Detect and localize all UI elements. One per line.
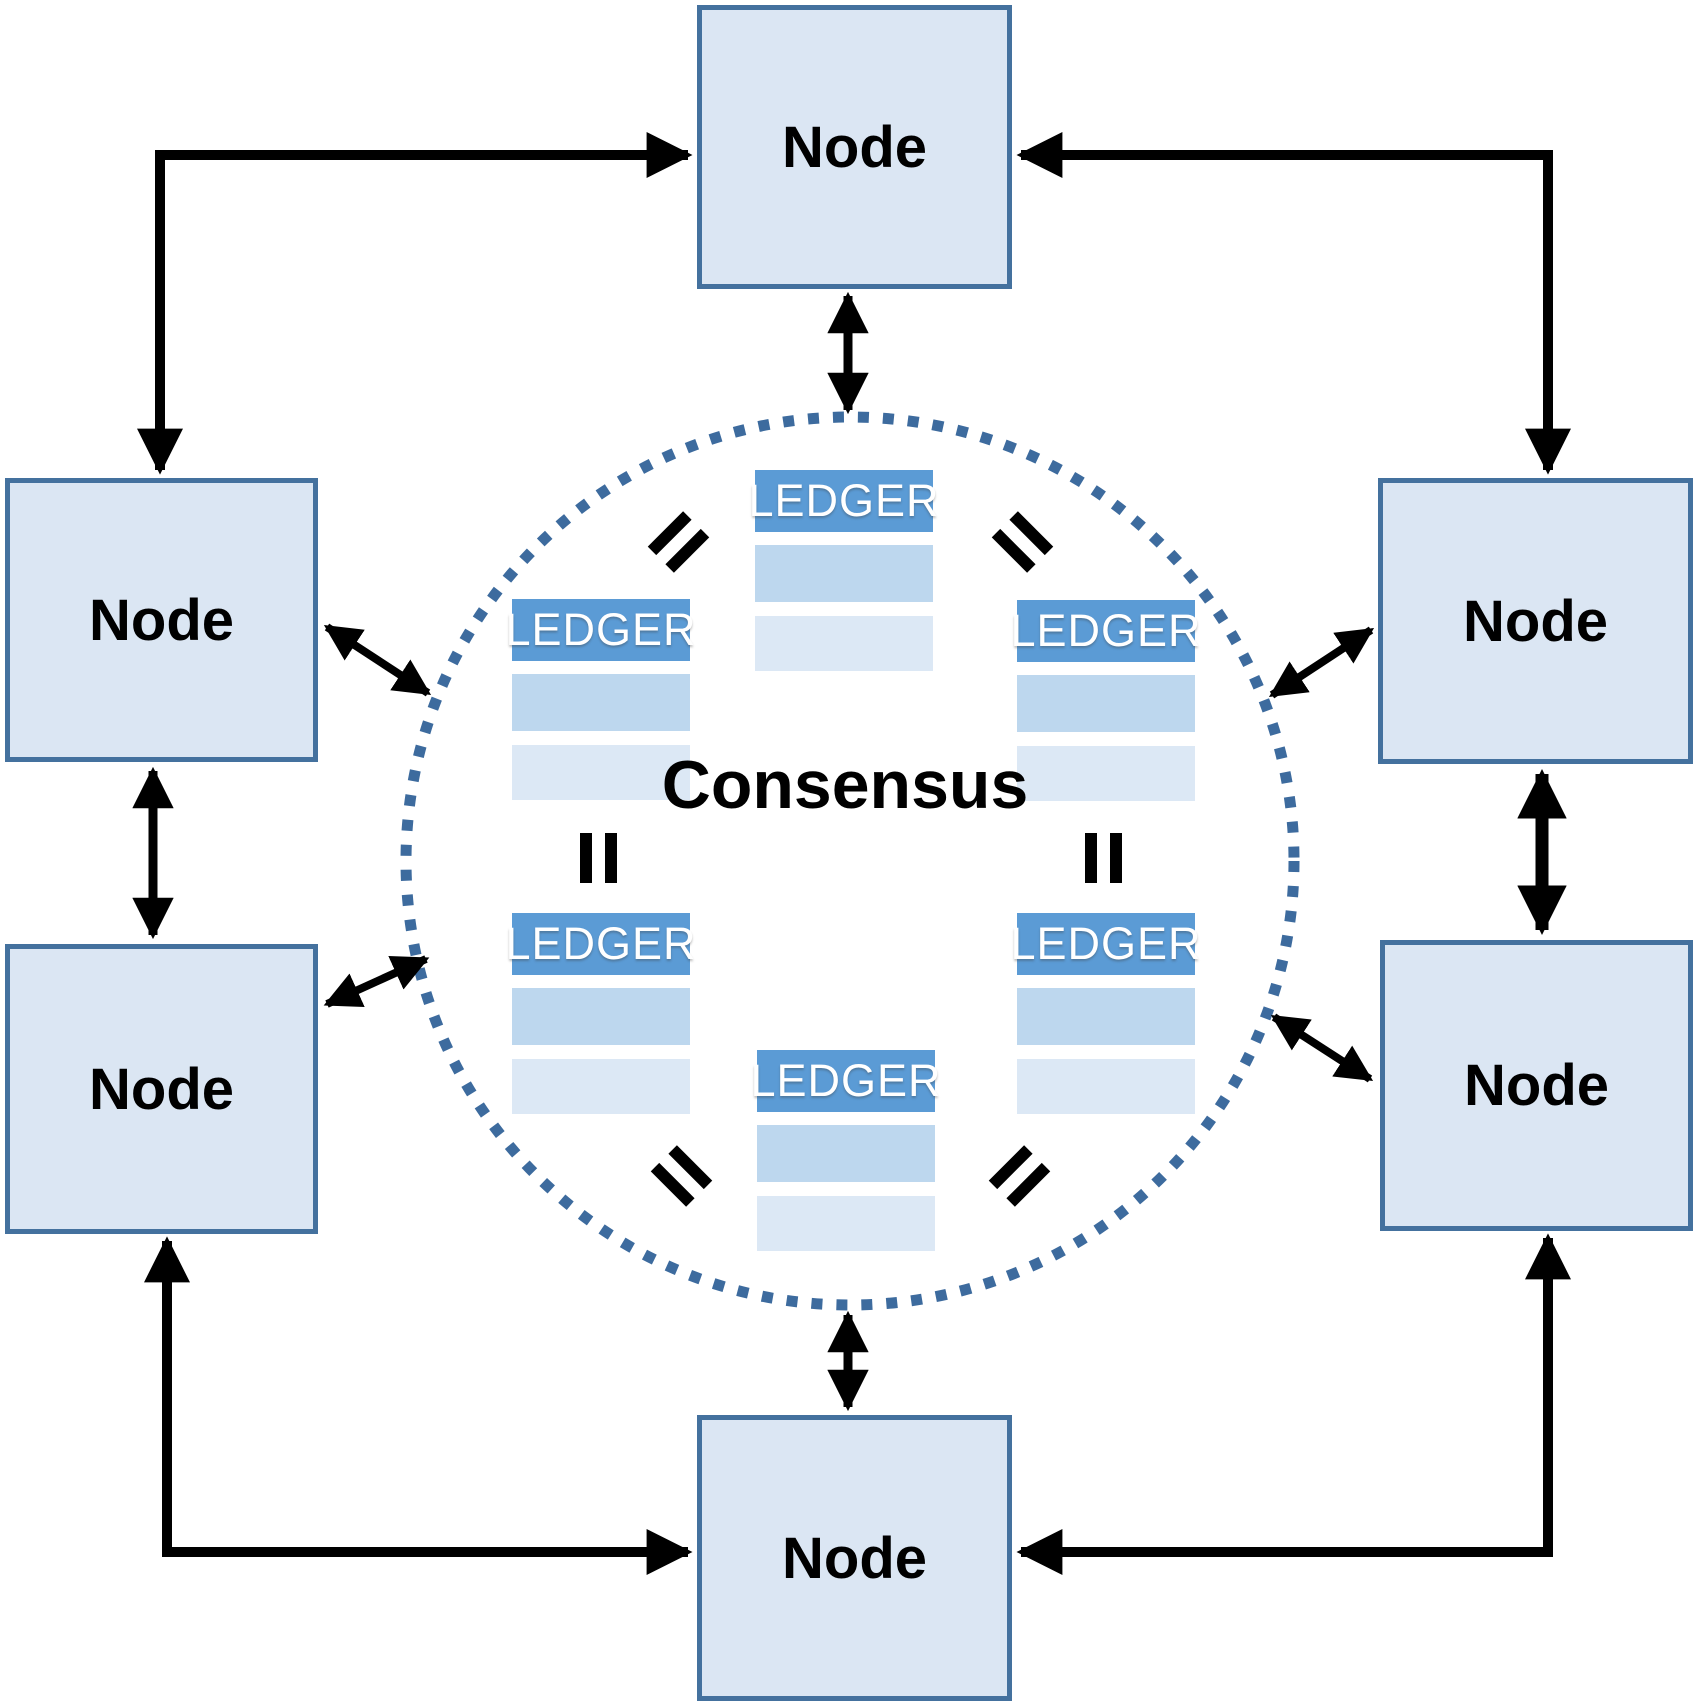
arrow-upperleftnode-circle: [323, 623, 432, 697]
ledger-row: [512, 745, 690, 800]
ledger-header: LEDGER: [1010, 913, 1201, 975]
equals-icon: [580, 833, 617, 883]
ledger-row: [755, 616, 933, 671]
ledger-header: LEDGER: [505, 913, 696, 975]
arrow-upperrightnode-circle: [1268, 626, 1375, 699]
connector-topleft-L-arrow: [137, 132, 693, 475]
node-box-bottom: Node: [697, 1415, 1012, 1701]
ledger-table-lower-right: LEDGER: [1010, 913, 1201, 1128]
ledger-table-upper-left: LEDGER: [505, 599, 696, 814]
ledger-table-bottom-center: LEDGER: [750, 1050, 941, 1265]
ledger-row: [757, 1196, 935, 1251]
ledger-table-top-center: LEDGER: [748, 470, 939, 685]
node-label: Node: [782, 114, 927, 180]
ledger-row: [1017, 1059, 1195, 1114]
ledger-table-upper-right: LEDGER: [1010, 600, 1201, 815]
ledger-row: [512, 988, 690, 1045]
consensus-label: Consensus: [661, 747, 1029, 823]
node-box-top: Node: [697, 5, 1012, 289]
ledger-header: LEDGER: [748, 470, 939, 532]
ledger-header: LEDGER: [750, 1050, 941, 1112]
node-box-upper-left: Node: [5, 478, 318, 762]
connector-bottomleft-L-arrow: [144, 1236, 693, 1575]
equals-icon: [1085, 833, 1122, 883]
node-box-lower-left: Node: [5, 944, 318, 1234]
ledger-row: [757, 1125, 935, 1182]
arrow-lowerleftnode-circle: [323, 955, 430, 1008]
ledger-row: [512, 674, 690, 731]
node-box-upper-right: Node: [1378, 478, 1693, 764]
node-label: Node: [1464, 1053, 1609, 1118]
consensus-circle: [400, 411, 1300, 1311]
node-label: Node: [89, 1056, 234, 1122]
ledger-row: [1017, 746, 1195, 801]
ledger-row: [512, 1059, 690, 1114]
ledger-row: [1017, 988, 1195, 1045]
ledger-row: [755, 545, 933, 602]
ledger-row: [1017, 675, 1195, 732]
ledger-header: LEDGER: [505, 599, 696, 661]
node-box-lower-right: Node: [1380, 940, 1693, 1231]
node-label: Node: [782, 1525, 927, 1591]
connector-topright-L-arrow: [1016, 132, 1571, 475]
node-label: Node: [1463, 588, 1608, 654]
ledger-table-lower-left: LEDGER: [505, 913, 696, 1128]
arrow-lowerrightnode-circle: [1270, 1013, 1374, 1083]
node-label: Node: [89, 587, 234, 653]
connector-bottomright-L-arrow: [1016, 1233, 1571, 1575]
ledger-header: LEDGER: [1010, 600, 1201, 662]
